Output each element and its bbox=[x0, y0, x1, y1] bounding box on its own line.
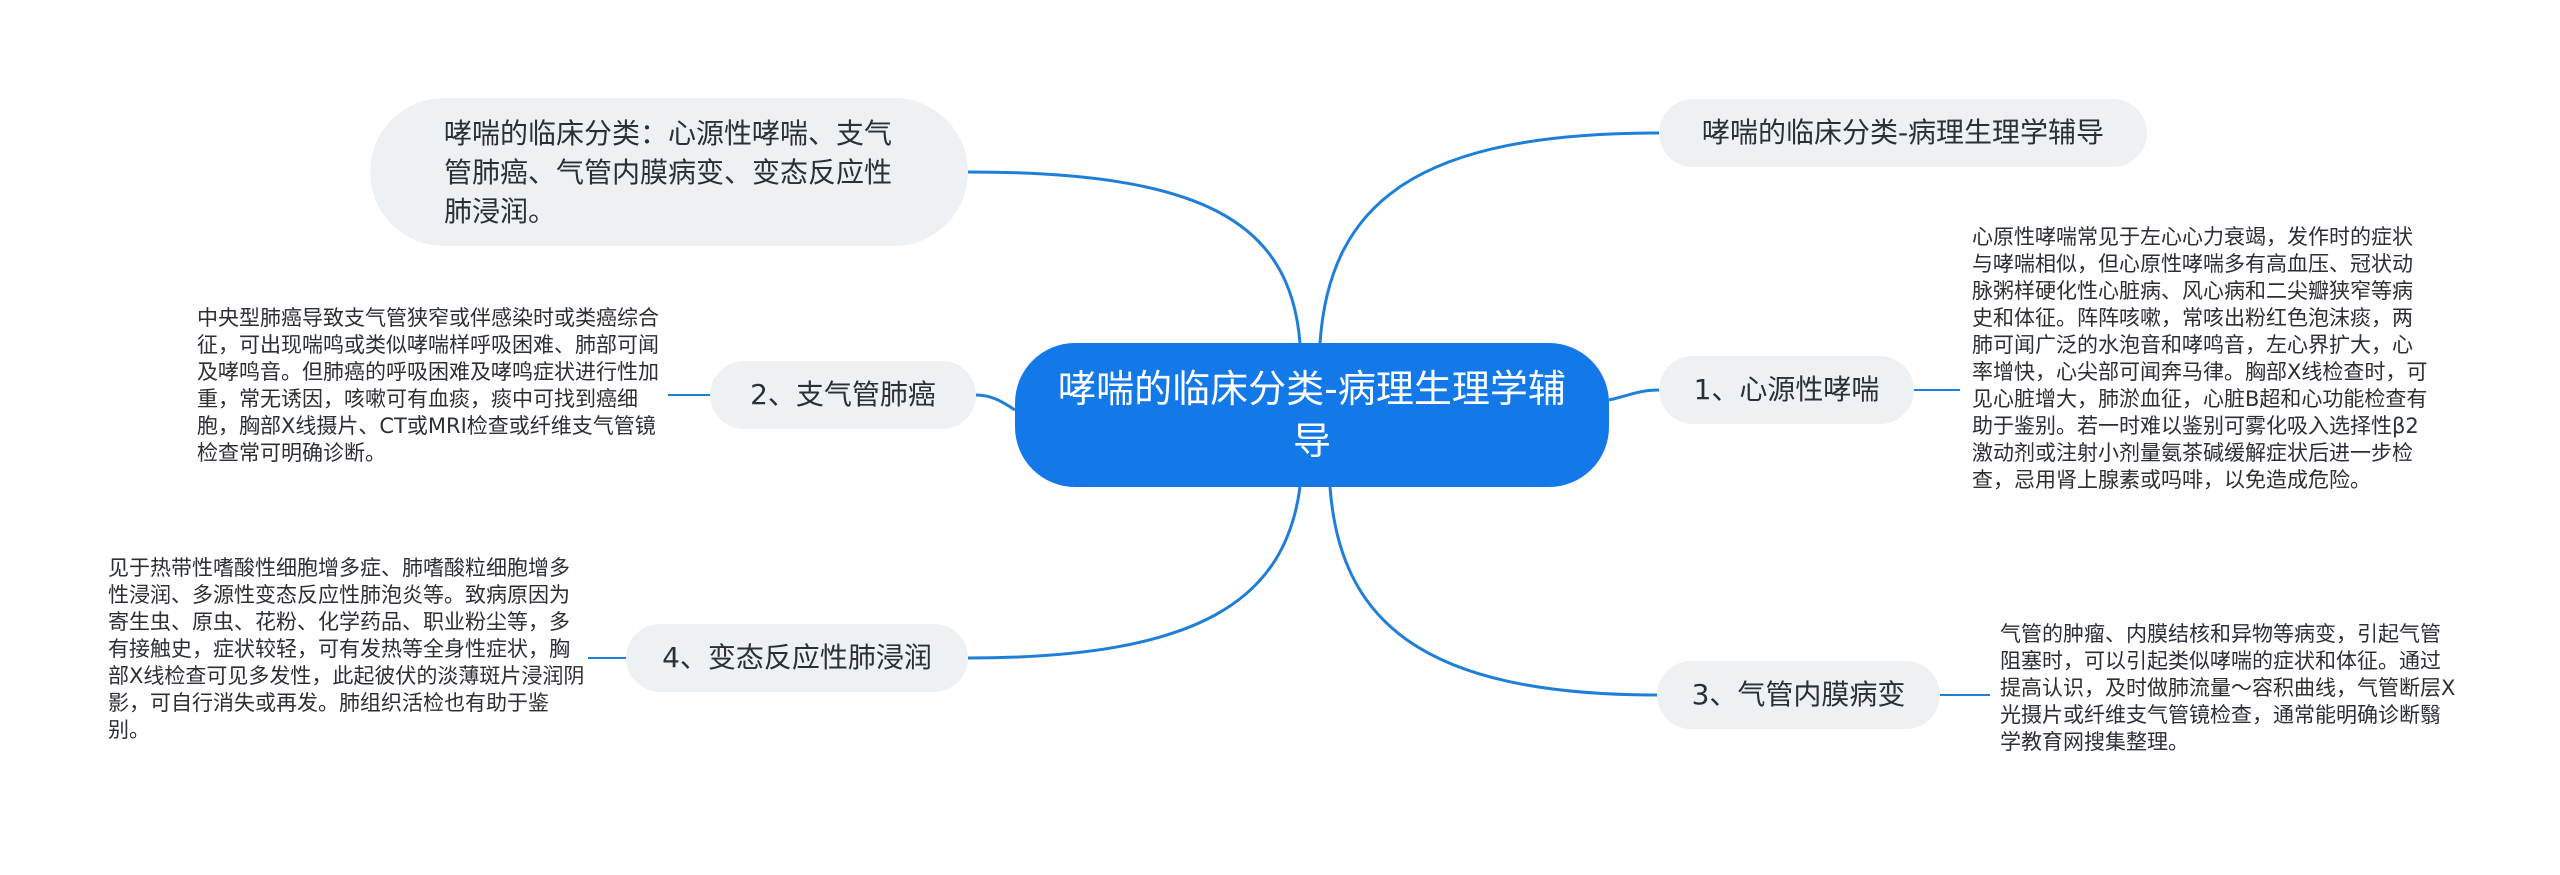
connector-branch-3 bbox=[1328, 486, 1658, 697]
branch-topic-lung-cancer[interactable]: 2、支气管肺癌 bbox=[710, 361, 976, 429]
branch-topic-tracheal-lesion[interactable]: 3、气管内膜病变 bbox=[1657, 661, 1940, 729]
detail-text: 中央型肺癌导致支气管狭窄或伴感染时或类癌综合征，可出现喘鸣或类似哮喘样呼吸困难、… bbox=[197, 306, 659, 465]
detail-text: 心原性哮喘常见于左心心力衰竭，发作时的症状与哮喘相似，但心原性哮喘多有高血压、冠… bbox=[1972, 225, 2428, 492]
connector-branch-1 bbox=[1608, 388, 1660, 402]
detail-allergic-infiltration[interactable]: 见于热带性嗜酸性细胞增多症、肺嗜酸粒细胞增多性浸润、多源性变态反应性肺泡炎等。致… bbox=[108, 555, 586, 744]
connector-title-topic bbox=[1318, 131, 1660, 344]
branch-topic-allergic-infiltration[interactable]: 4、变态反应性肺浸润 bbox=[626, 624, 968, 692]
connector-branch-2 bbox=[975, 393, 1016, 412]
title-topic-label: 哮喘的临床分类-病理生理学辅导 bbox=[1701, 116, 2105, 149]
connector-top-left-note bbox=[967, 170, 1302, 344]
branch-label: 1、心源性哮喘 bbox=[1693, 373, 1880, 406]
branch-topic-cardiac-asthma[interactable]: 1、心源性哮喘 bbox=[1659, 356, 1914, 424]
branch-label: 4、变态反应性肺浸润 bbox=[662, 641, 932, 674]
central-topic[interactable]: 哮喘的临床分类-病理生理学辅导 bbox=[1015, 343, 1609, 487]
detail-cardiac-asthma[interactable]: 心原性哮喘常见于左心心力衰竭，发作时的症状与哮喘相似，但心原性哮喘多有高血压、冠… bbox=[1972, 224, 2432, 494]
summary-topic-text: 哮喘的临床分类：心源性哮喘、支气管肺癌、气管内膜病变、变态反应性肺浸润。 bbox=[444, 116, 893, 228]
detail-tracheal-lesion[interactable]: 气管的肿瘤、内膜结核和异物等病变，引起气管阻塞时，可以引起类似哮喘的症状和体征。… bbox=[2000, 621, 2460, 756]
detail-lung-cancer[interactable]: 中央型肺癌导致支气管狭窄或伴感染时或类癌综合征，可出现喘鸣或类似哮喘样呼吸困难、… bbox=[197, 305, 663, 467]
branch-label: 2、支气管肺癌 bbox=[750, 378, 936, 411]
detail-text: 气管的肿瘤、内膜结核和异物等病变，引起气管阻塞时，可以引起类似哮喘的症状和体征。… bbox=[2000, 622, 2456, 754]
central-topic-label: 哮喘的临床分类-病理生理学辅导 bbox=[1058, 367, 1566, 463]
connector-branch-4 bbox=[967, 486, 1302, 660]
branch-label: 3、气管内膜病变 bbox=[1691, 678, 1906, 711]
detail-text: 见于热带性嗜酸性细胞增多症、肺嗜酸粒细胞增多性浸润、多源性变态反应性肺泡炎等。致… bbox=[108, 556, 585, 742]
title-topic[interactable]: 哮喘的临床分类-病理生理学辅导 bbox=[1659, 99, 2147, 167]
summary-topic[interactable]: 哮喘的临床分类：心源性哮喘、支气管肺癌、气管内膜病变、变态反应性肺浸润。 bbox=[370, 98, 968, 246]
